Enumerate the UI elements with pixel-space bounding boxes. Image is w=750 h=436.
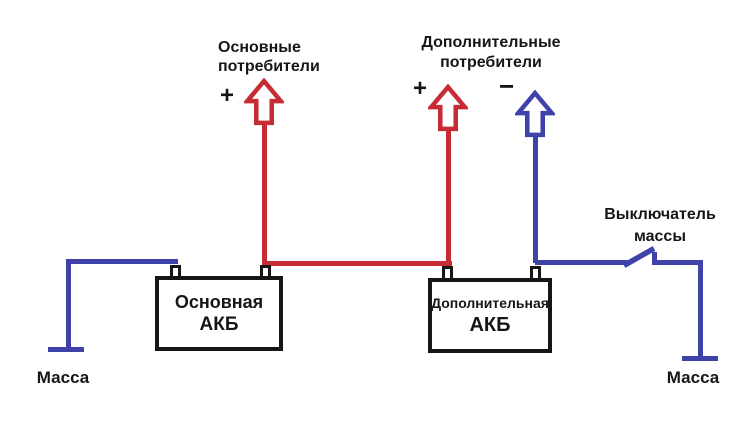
main-battery-type: АКБ <box>199 313 239 335</box>
ground-label-left: Масса <box>36 368 90 387</box>
switch-fixed-contact <box>652 252 657 265</box>
main-battery-name: Основная <box>174 291 264 312</box>
plus-sign-aux: + <box>413 75 428 102</box>
ground-symbol-right <box>682 356 718 361</box>
wire-blue-left-vertical <box>66 259 71 351</box>
wire-red-interconnect-horizontal <box>262 261 452 266</box>
ground-symbol-left <box>48 347 84 352</box>
main-consumers-label: Основные потребители <box>218 38 320 76</box>
aux-consumers-line2: потребители <box>440 54 542 71</box>
switch-lever-icon <box>622 246 656 268</box>
wire-blue-left-horizontal <box>66 259 178 264</box>
ground-label-right: Масса <box>666 368 720 387</box>
wire-red-aux-plus-vertical <box>446 128 451 266</box>
main-consumers-line1: Основные <box>218 39 301 56</box>
aux-battery-type: АКБ <box>469 313 511 336</box>
wire-blue-after-switch-horizontal <box>652 260 703 265</box>
wire-blue-minus-vertical <box>533 136 538 263</box>
mass-switch-line2: массы <box>634 228 686 245</box>
minus-sign-aux: − <box>499 71 515 101</box>
plus-sign-main: + <box>220 82 235 109</box>
mass-switch-line1: Выключатель <box>604 206 716 223</box>
wire-red-main-plus-vertical <box>262 122 267 266</box>
aux-consumers-label: Дополнительные потребители <box>416 33 566 73</box>
aux-battery-name: Дополнительная <box>431 294 549 311</box>
main-battery-box: Основная АКБ <box>155 276 283 351</box>
arrow-up-main-consumers-icon <box>244 78 284 126</box>
mass-switch-label: Выключатель массы <box>596 204 724 248</box>
main-consumers-line2: потребители <box>218 58 320 75</box>
arrow-up-aux-minus-icon <box>515 90 555 138</box>
aux-consumers-line1: Дополнительные <box>421 34 561 51</box>
aux-battery-box: Дополнительная АКБ <box>428 278 552 353</box>
arrow-up-aux-plus-icon <box>428 84 468 132</box>
wire-blue-to-switch-horizontal <box>535 260 629 265</box>
wire-blue-right-vertical <box>698 260 703 358</box>
